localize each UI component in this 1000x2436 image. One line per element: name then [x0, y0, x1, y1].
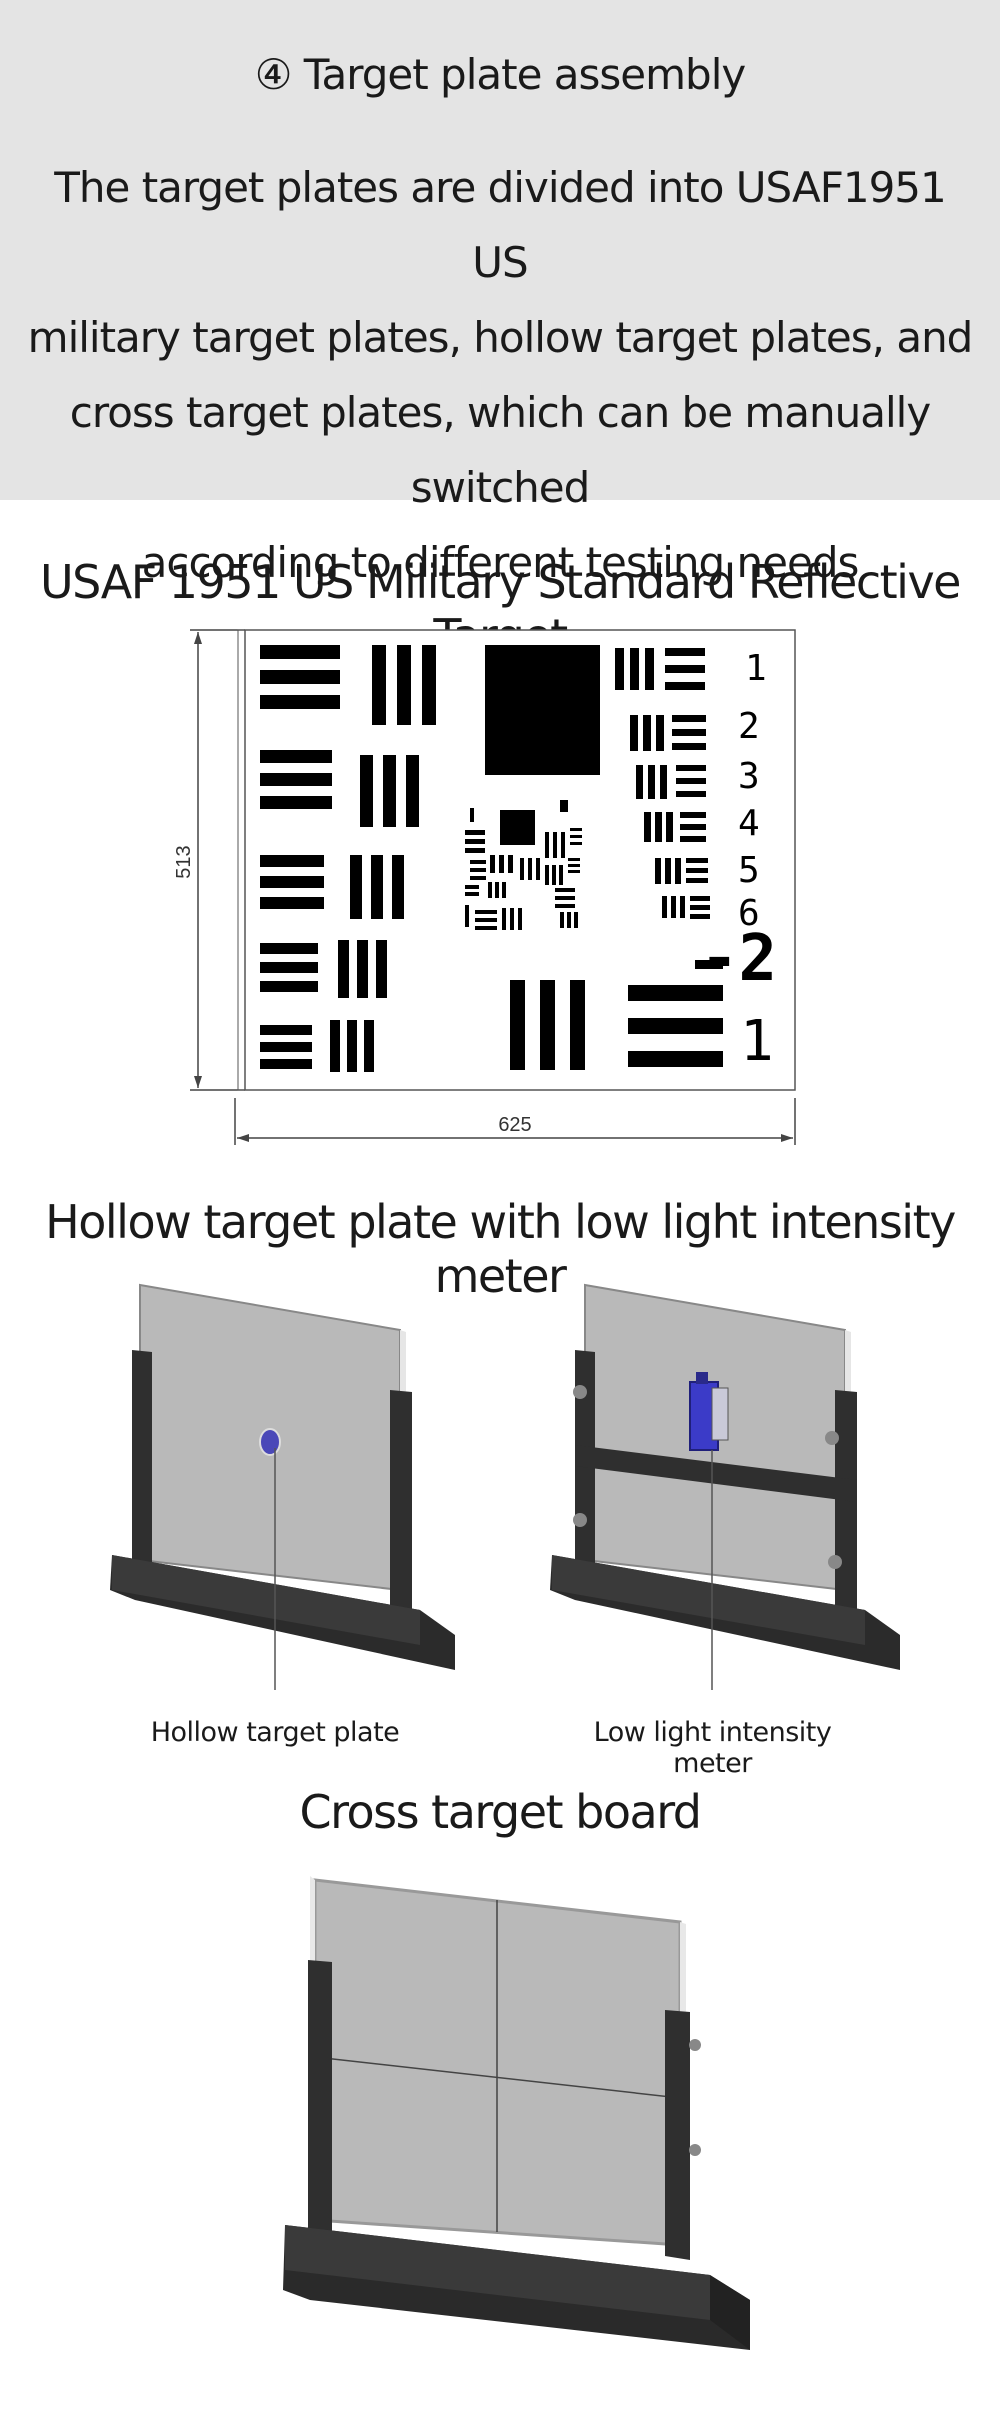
cross-title: Cross target board: [299, 1785, 702, 1839]
usaf-pattern: [260, 645, 723, 1072]
group-number: 1: [745, 648, 767, 689]
cross-target-illustration: [283, 1876, 750, 2350]
caption-hollow: Hollow target plate: [150, 1717, 400, 1748]
hollow-plate-illustration: [110, 1283, 455, 1690]
left-post: [308, 1960, 332, 2235]
hollow-hole: [259, 1428, 281, 1456]
group-number: 3: [738, 756, 760, 797]
cross-horizontal: [314, 2056, 681, 2099]
right-post: [665, 2010, 690, 2260]
description-line: according to different testing needs: [141, 538, 860, 587]
right-post: [390, 1390, 412, 1610]
usaf-numerals: 1 2 3 4 5 6 -2 1: [700, 648, 777, 1074]
dim-width-label: 625: [498, 1114, 531, 1136]
section-title: ④ Target plate assembly: [254, 50, 746, 99]
left-post: [132, 1350, 152, 1575]
crossbar: [575, 1445, 857, 1502]
dim-height-label: 513: [173, 845, 195, 878]
usaf-target-drawing: 513 625: [173, 629, 796, 1145]
description-line: cross target plates, which can be manual…: [69, 388, 931, 512]
meter-plate-illustration: [550, 1283, 900, 1690]
caption-meter: Low light intensity meter: [593, 1717, 832, 1779]
dimension-arrows: [194, 632, 793, 1142]
big-group-label: -2: [700, 922, 777, 996]
usaf-title: USAF 1951 US Military Standard Reflectiv…: [40, 555, 961, 663]
group-number: 4: [738, 803, 760, 844]
header-panel: ④ Target plate assembly The target plate…: [0, 0, 1000, 587]
description-line: The target plates are divided into USAF1…: [54, 163, 947, 287]
description: The target plates are divided into USAF1…: [25, 150, 975, 600]
dimension-lines: [190, 629, 796, 1145]
group-number: 5: [738, 850, 760, 891]
group-number: 6: [738, 893, 760, 934]
bottom-group-label: 1: [740, 1009, 774, 1074]
hollow-title: Hollow target plate with low light inten…: [45, 1195, 956, 1303]
group-number: 2: [738, 706, 760, 747]
description-line: military target plates, hollow target pl…: [27, 313, 974, 362]
